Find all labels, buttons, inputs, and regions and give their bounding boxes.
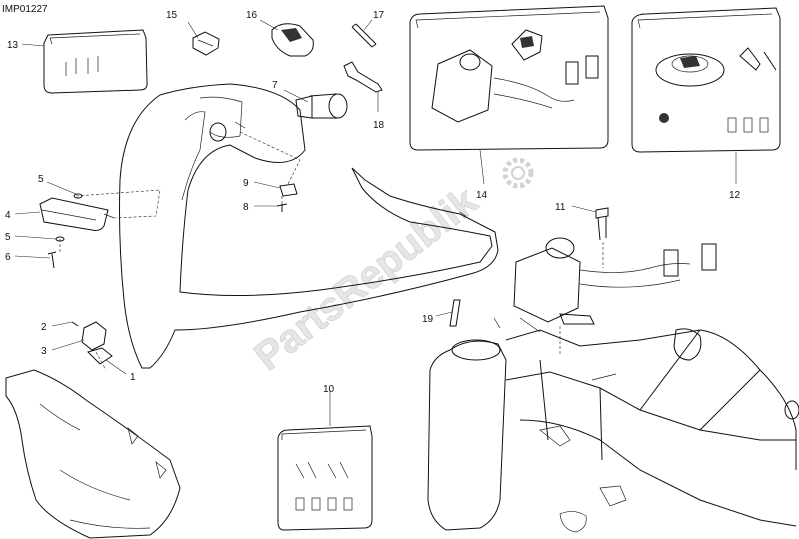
callout-2: 2	[41, 322, 47, 333]
part-2-screw	[71, 321, 79, 327]
callout-17: 17	[373, 10, 385, 21]
part-19-pin	[449, 299, 461, 327]
callout-3: 3	[41, 346, 47, 357]
assembly-lines	[59, 131, 604, 371]
side-fairing	[5, 369, 181, 539]
callout-15: 15	[166, 10, 178, 21]
callout-7: 7	[272, 80, 278, 91]
main-frame	[427, 317, 799, 533]
part-11-bolt	[595, 207, 609, 241]
part-12-bag	[631, 7, 781, 153]
gear-icon	[502, 157, 534, 189]
callout-19: 19	[422, 314, 434, 325]
part-14-bag	[409, 5, 609, 151]
part-4-bracket	[39, 197, 115, 231]
callout-6: 6	[5, 252, 11, 263]
part-6-bolt	[47, 251, 57, 269]
callout-1: 1	[130, 372, 136, 383]
callout-16: 16	[246, 10, 258, 21]
part-13-bag	[43, 29, 148, 94]
part-10-bag	[277, 425, 373, 531]
part-15-cap	[192, 31, 220, 56]
callout-9: 9	[243, 178, 249, 189]
part-17-pin	[351, 23, 377, 48]
part-5-washer-upper	[73, 193, 83, 199]
callout-5-lower: 5	[5, 232, 11, 243]
callout-8: 8	[243, 202, 249, 213]
callout-11: 11	[555, 202, 566, 213]
part-9-clip	[279, 183, 298, 197]
callout-4: 4	[5, 210, 11, 221]
callout-14: 14	[476, 190, 488, 201]
callout-18: 18	[373, 120, 385, 131]
callout-12: 12	[729, 190, 741, 201]
part-16-key	[271, 23, 314, 57]
callout-labels: 13 15 16 17 18 7 9 8 5 4 5 6 2 3 1 10 14…	[5, 10, 741, 395]
drawing-code: IMP01227	[2, 4, 48, 15]
callout-5-upper: 5	[38, 174, 44, 185]
part-8-screw	[276, 203, 288, 212]
callout-13: 13	[7, 40, 19, 51]
callout-10: 10	[323, 384, 335, 395]
tank-cover	[119, 83, 499, 369]
part-3-switch	[81, 321, 113, 365]
leader-lines	[14, 19, 737, 426]
ignition-switch	[513, 237, 717, 325]
part-18-connector	[343, 61, 383, 93]
part-7-lock	[295, 93, 348, 119]
